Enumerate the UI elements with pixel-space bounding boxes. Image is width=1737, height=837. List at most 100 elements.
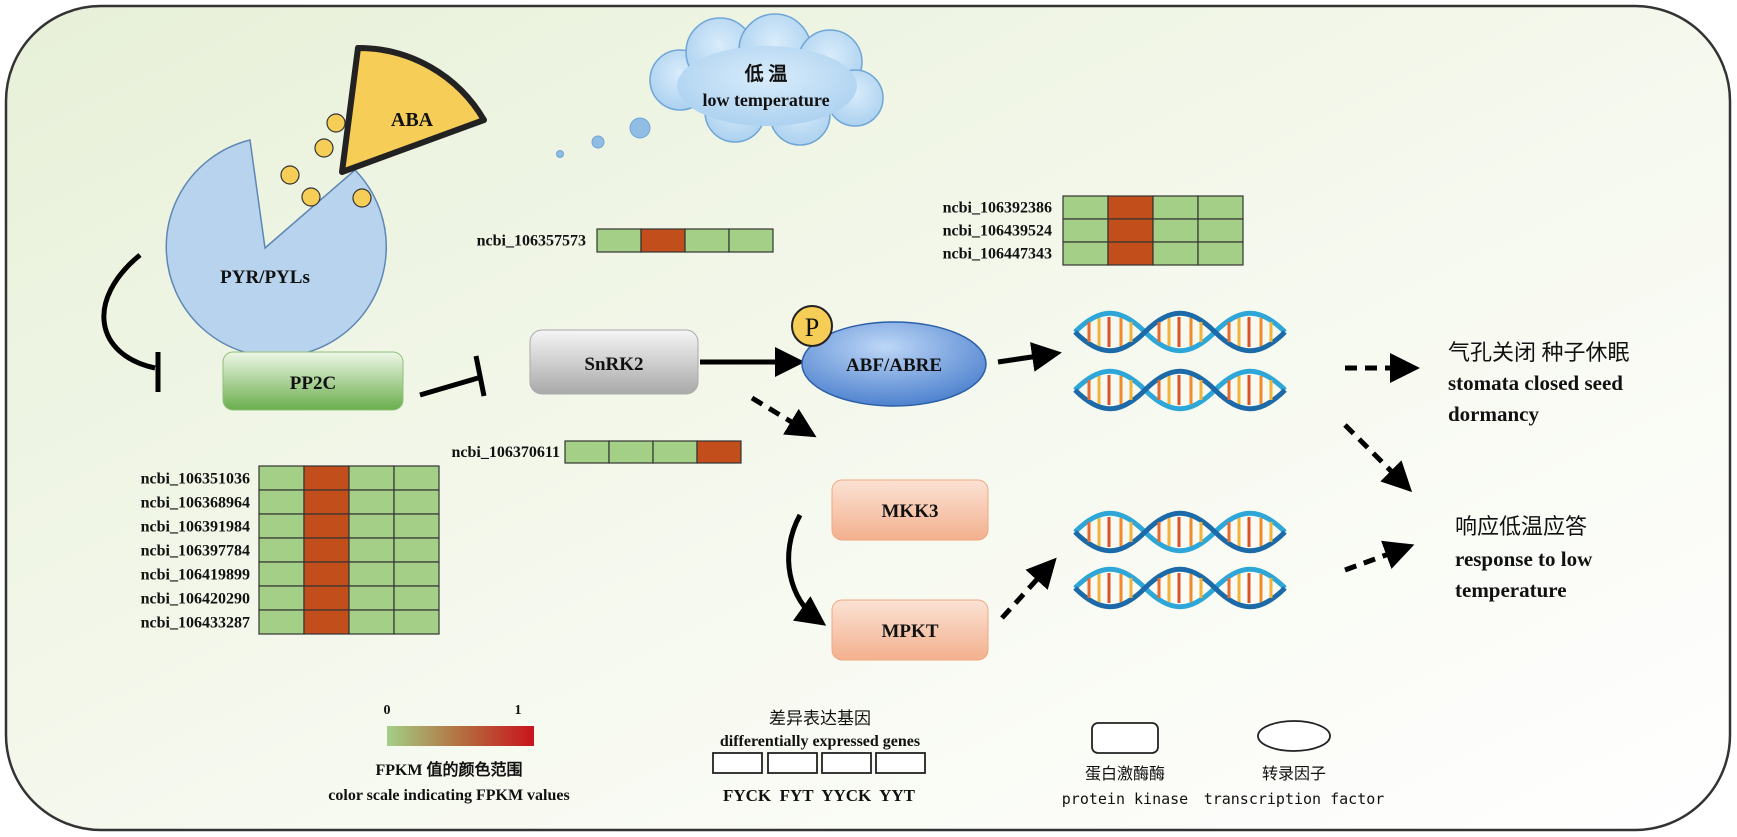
pp2c-inhibits-snrk2 <box>419 375 479 398</box>
gene-label: ncbi_106368964 <box>141 494 250 511</box>
heatmap-cell <box>348 561 395 587</box>
gene-label: ncbi_106439524 <box>943 223 1052 240</box>
tf-legend-shape <box>1257 720 1331 752</box>
aba-molecule <box>301 187 321 207</box>
heatmap-cell <box>1152 195 1199 220</box>
scale-title-zh: FPKM 值的颜色范围 <box>375 760 522 779</box>
deg-box <box>712 752 763 774</box>
gene-label: ncbi_106420290 <box>141 590 250 607</box>
heatmap-cell <box>728 228 774 253</box>
heatmap-cell <box>696 440 742 464</box>
heatmap-cell <box>348 465 395 491</box>
phosphate-circle <box>791 305 833 347</box>
heatmap-cell <box>640 228 686 253</box>
heatmap-cell <box>348 585 395 611</box>
snrk2-to-mkk3-arrow <box>750 395 817 438</box>
inhibition-curve <box>101 253 156 371</box>
cloud-trail-bubble <box>556 150 564 158</box>
heatmap-cell <box>596 228 642 253</box>
pp2c-label: PP2C <box>290 373 336 394</box>
deg-columns-label: FYCK FYT YYCK YYT <box>723 786 916 805</box>
mpkt-label: MPKT <box>882 621 939 642</box>
heatmap-cell <box>1062 241 1109 266</box>
outcome1-zh: 气孔关闭 种子休眠 <box>1448 340 1630 365</box>
heatmap-cell <box>1107 218 1154 243</box>
heatmap-cell <box>1062 218 1109 243</box>
heatmap-cell <box>348 513 395 539</box>
mkk3-box <box>831 479 989 541</box>
deg-box <box>767 752 818 774</box>
kinase-legend-en: protein kinase <box>1062 790 1188 808</box>
heatmap-cell <box>393 537 440 563</box>
pyr-label: PYR/PYLs <box>220 267 310 288</box>
heatmap-cell <box>348 609 395 635</box>
outcome2-en-line1: response to low <box>1455 547 1593 571</box>
heatmap-cell <box>303 513 350 539</box>
gene-label: ncbi_106351036 <box>141 470 250 487</box>
heatmap-cell <box>258 465 305 491</box>
heatmap-cell <box>1152 241 1199 266</box>
heatmap-cell <box>1197 241 1244 266</box>
phosphate-label: P <box>805 313 819 342</box>
gene-label: ncbi_106397784 <box>141 542 250 559</box>
heatmap-cell <box>258 561 305 587</box>
heatmap-cell <box>258 585 305 611</box>
gene-label: ncbi_106391984 <box>141 518 250 535</box>
mpkt-box <box>831 599 989 661</box>
heatmap-cell <box>258 513 305 539</box>
gene-label: ncbi_106392386 <box>943 200 1052 217</box>
kinase-legend-zh: 蛋白激酶酶 <box>1085 765 1165 783</box>
heatmap-cell <box>684 228 730 253</box>
dna-to-outcome2-arrow <box>1343 423 1413 493</box>
heatmap-cell <box>303 489 350 515</box>
heatmap-cell <box>393 585 440 611</box>
deg-title-zh: 差异表达基因 <box>769 709 871 728</box>
heatmap-abf: ncbi_106392386 ncbi_106439524 ncbi_1064473… <box>943 195 1244 266</box>
color-scale-bar <box>387 726 534 746</box>
heatmap-cell <box>393 561 440 587</box>
heatmap-cell <box>1062 195 1109 220</box>
cloud-trail-bubble <box>629 117 651 139</box>
gene-label: ncbi_106370611 <box>452 444 560 461</box>
heatmap-cell <box>303 585 350 611</box>
heatmap-cell <box>608 440 654 464</box>
outcome2-zh: 响应低温应答 <box>1455 514 1587 539</box>
snrk2-box <box>529 329 699 395</box>
heatmap-snrk2: ncbi_106357573 <box>477 228 774 253</box>
cloud-label-zh: 低 温 <box>744 62 788 85</box>
mpkt-to-dna-arrow <box>1000 557 1057 620</box>
aba-shape <box>339 44 487 175</box>
scale-max-label: 1 <box>515 703 522 718</box>
gene-label: ncbi_106419899 <box>141 566 250 583</box>
deg-title-en: differentially expressed genes <box>720 733 920 750</box>
heatmap-cell <box>564 440 610 464</box>
abf-ellipse <box>801 321 987 407</box>
low-temperature-cloud <box>649 13 884 146</box>
heatmap-cell <box>303 561 350 587</box>
deg-box <box>821 752 872 774</box>
gene-label: ncbi_106433287 <box>141 614 250 631</box>
mkk3-label: MKK3 <box>882 501 939 522</box>
outcome1-en-line1: stomata closed seed <box>1448 371 1623 395</box>
kinase-legend-shape <box>1091 722 1159 754</box>
heatmap-cell <box>393 465 440 491</box>
heatmap-cell <box>348 537 395 563</box>
mkk3-to-mpkt-arrow <box>786 513 827 626</box>
gene-label: ncbi_106447343 <box>943 246 1052 263</box>
heatmap-cell <box>652 440 698 464</box>
aba-molecule <box>326 113 346 133</box>
aba-molecule <box>352 188 372 208</box>
cloud-trail-bubble <box>591 135 605 149</box>
tf-legend-en: transcription factor <box>1204 790 1385 808</box>
deg-boxes <box>712 752 926 774</box>
dna2-to-outcome2-arrow <box>1344 540 1415 573</box>
pp2c-box <box>222 351 404 411</box>
cloud-trail <box>556 117 651 158</box>
tf-legend-zh: 转录因子 <box>1262 765 1326 783</box>
heatmap-cell <box>258 609 305 635</box>
heatmap-cell <box>1197 195 1244 220</box>
heatmap-cell <box>393 513 440 539</box>
heatmap-cell <box>258 537 305 563</box>
